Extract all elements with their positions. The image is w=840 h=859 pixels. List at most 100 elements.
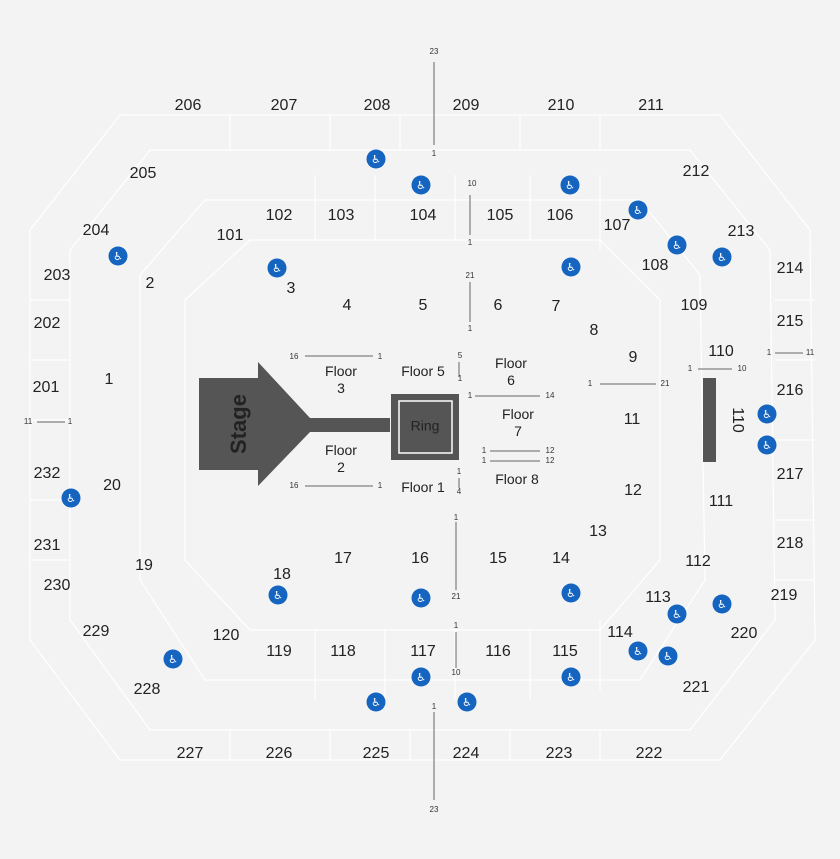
floor-label[interactable]: Floor <box>495 355 527 371</box>
section-label-222[interactable]: 222 <box>636 745 663 762</box>
section-label-225[interactable]: 225 <box>363 745 390 762</box>
section-label-104[interactable]: 104 <box>410 207 437 224</box>
section-label-120[interactable]: 120 <box>213 627 240 644</box>
section-label-219[interactable]: 219 <box>771 587 798 604</box>
section-label-110[interactable]: 110 <box>729 407 746 433</box>
section-label-216[interactable]: 216 <box>777 382 804 399</box>
section-label-4[interactable]: 4 <box>343 297 352 314</box>
section-label-111[interactable]: 111 <box>709 493 733 510</box>
section-label-208[interactable]: 208 <box>364 97 391 114</box>
section-label-117[interactable]: 117 <box>410 643 436 660</box>
section-label-212[interactable]: 212 <box>683 163 710 180</box>
row-label: 4 <box>457 487 462 496</box>
section-label-1[interactable]: 1 <box>105 371 114 388</box>
section-label-107[interactable]: 107 <box>604 217 631 234</box>
section-label-218[interactable]: 218 <box>777 535 804 552</box>
section-label-17[interactable]: 17 <box>334 550 352 567</box>
section-label-217[interactable]: 217 <box>777 466 804 483</box>
section-label-215[interactable]: 215 <box>777 313 804 330</box>
section-label-16[interactable]: 16 <box>411 550 429 567</box>
section-label-110[interactable]: 110 <box>708 343 734 360</box>
section-label-232[interactable]: 232 <box>34 465 61 482</box>
section-label-18[interactable]: 18 <box>273 566 291 583</box>
svg-text:♿: ♿ <box>113 250 123 263</box>
section-label-115[interactable]: 115 <box>552 643 578 660</box>
section-label-213[interactable]: 213 <box>728 223 755 240</box>
row-label: 5 <box>458 351 463 360</box>
section-label-230[interactable]: 230 <box>44 577 71 594</box>
floor-number-label[interactable]: 3 <box>337 380 345 396</box>
svg-text:♿: ♿ <box>566 587 576 600</box>
section-label-7[interactable]: 7 <box>552 298 561 315</box>
section-label-15[interactable]: 15 <box>489 550 507 567</box>
section-label-108[interactable]: 108 <box>642 257 669 274</box>
svg-text:♿: ♿ <box>273 589 283 602</box>
row-label: 1 <box>482 456 487 465</box>
section-label-105[interactable]: 105 <box>487 207 514 224</box>
section-label-210[interactable]: 210 <box>548 97 575 114</box>
section-label-206[interactable]: 206 <box>175 97 202 114</box>
row-label: 12 <box>546 456 555 465</box>
section-label-9[interactable]: 9 <box>629 349 638 366</box>
section-label-5[interactable]: 5 <box>419 297 428 314</box>
section-label-201[interactable]: 201 <box>33 379 60 396</box>
floor-label[interactable]: Floor <box>325 442 357 458</box>
section-label-204[interactable]: 204 <box>83 222 110 239</box>
section-label-114[interactable]: 114 <box>607 624 633 641</box>
wheelchair-icon: ♿ <box>658 646 678 666</box>
section-label-223[interactable]: 223 <box>546 745 573 762</box>
floor-label[interactable]: Floor <box>325 363 357 379</box>
floor-number-label[interactable]: 6 <box>507 372 515 388</box>
row-label: 23 <box>430 805 439 814</box>
svg-text:♿: ♿ <box>168 653 178 666</box>
section-label-214[interactable]: 214 <box>777 260 804 277</box>
section-label-106[interactable]: 106 <box>547 207 574 224</box>
section-label-229[interactable]: 229 <box>83 623 110 640</box>
row-label: 1 <box>468 391 473 400</box>
section-label-6[interactable]: 6 <box>494 297 503 314</box>
section-label-118[interactable]: 118 <box>330 643 356 660</box>
section-label-112[interactable]: 112 <box>685 553 711 570</box>
floor-number-label[interactable]: 7 <box>514 423 522 439</box>
section-label-20[interactable]: 20 <box>103 477 121 494</box>
wheelchair-icon: ♿ <box>411 175 431 195</box>
section-label-220[interactable]: 220 <box>731 625 758 642</box>
section-label-119[interactable]: 119 <box>266 643 292 660</box>
section-label-205[interactable]: 205 <box>130 165 157 182</box>
section-label-227[interactable]: 227 <box>177 745 204 762</box>
section-label-209[interactable]: 209 <box>453 97 480 114</box>
section-label-224[interactable]: 224 <box>453 745 480 762</box>
section-label-113[interactable]: 113 <box>645 589 671 606</box>
section-label-102[interactable]: 102 <box>266 207 293 224</box>
floor-label[interactable]: Floor 1 <box>401 479 445 495</box>
wheelchair-icon: ♿ <box>667 604 687 624</box>
section-label-116[interactable]: 116 <box>485 643 511 660</box>
section-label-221[interactable]: 221 <box>683 679 710 696</box>
floor-label[interactable]: Floor 8 <box>495 471 539 487</box>
floor-label[interactable]: Floor <box>502 406 534 422</box>
section-label-2[interactable]: 2 <box>146 275 155 292</box>
floor-label[interactable]: Floor 5 <box>401 363 445 379</box>
section-label-226[interactable]: 226 <box>266 745 293 762</box>
section-label-12[interactable]: 12 <box>624 482 642 499</box>
section-label-101[interactable]: 101 <box>217 227 244 244</box>
section-label-207[interactable]: 207 <box>271 97 298 114</box>
section-label-228[interactable]: 228 <box>134 681 161 698</box>
section-label-8[interactable]: 8 <box>590 322 599 339</box>
section-label-3[interactable]: 3 <box>287 280 296 297</box>
svg-text:♿: ♿ <box>371 696 381 709</box>
accessible-seating-icons: ♿♿♿♿♿♿♿♿♿♿♿♿♿♿♿♿♿♿♿♿♿♿♿♿ <box>61 149 777 712</box>
section-label-11[interactable]: 11 <box>624 411 641 428</box>
section-label-231[interactable]: 231 <box>34 537 61 554</box>
row-label: 10 <box>452 668 461 677</box>
section-label-14[interactable]: 14 <box>552 550 570 567</box>
section-label-103[interactable]: 103 <box>328 207 355 224</box>
section-label-203[interactable]: 203 <box>44 267 71 284</box>
section-label-19[interactable]: 19 <box>135 557 153 574</box>
section-label-202[interactable]: 202 <box>34 315 61 332</box>
section-label-109[interactable]: 109 <box>681 297 708 314</box>
section-label-211[interactable]: 211 <box>638 97 664 114</box>
section-label-13[interactable]: 13 <box>589 523 607 540</box>
floor-number-label[interactable]: 2 <box>337 459 345 475</box>
row-label: 1 <box>482 446 487 455</box>
